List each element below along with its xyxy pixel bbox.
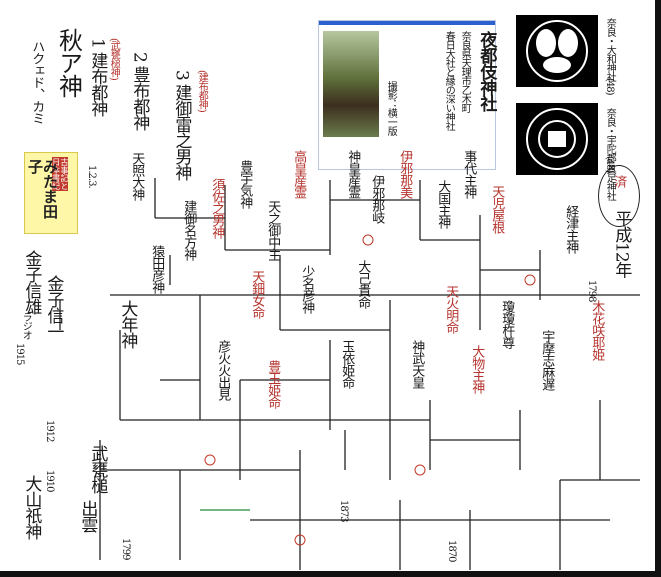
badge-sub: 1.2.3.	[86, 165, 98, 188]
title-badge: 古事記と日本書紀 みたま田子	[24, 152, 78, 234]
date-label: 平成12年	[611, 210, 632, 278]
card-subtitle: 奈良県天理市乙木町	[459, 31, 471, 112]
node-a: 天照大神	[129, 152, 145, 200]
header-kami-label: ハクェド、カミ	[29, 40, 45, 124]
year-mark-3: 1799	[120, 538, 132, 560]
left-year-2: 1912	[44, 420, 56, 442]
header-item-3-note: (建布都神)	[196, 70, 208, 112]
shrine-photo	[323, 31, 379, 137]
node-i: 伊邪那美	[397, 150, 413, 198]
node-o: 天鈿女命	[249, 270, 265, 318]
card-accent-bar	[319, 21, 495, 25]
node-c: 須佐之男神	[209, 178, 225, 238]
header-god-title: 秋ア神	[54, 28, 83, 97]
crest-1-icon	[526, 20, 588, 82]
node-l: 天児屋根	[489, 185, 505, 233]
header-item-1-note: (武甕槌神)	[108, 38, 120, 80]
crest-2	[516, 103, 598, 175]
left-name-5: 武甕槌	[87, 445, 108, 493]
left-name-2: 金子信一	[43, 275, 64, 339]
left-name-6: 出雲	[77, 500, 98, 532]
node-e: 天之御中主	[265, 200, 281, 260]
node-b: 建御名方神	[181, 200, 197, 260]
node-h: 伊邪那岐	[369, 175, 385, 223]
left-name-4: 大年神	[117, 300, 138, 348]
node-n: 猿田彦神	[149, 245, 165, 293]
node-u: 彦火火出見	[215, 340, 231, 400]
card-caption: 春日大社と縁の深い神社	[443, 31, 455, 130]
node-x: 神武天皇	[409, 340, 425, 388]
node-j: 大国主神	[435, 180, 451, 228]
header-item-1: 1 建布都神	[87, 38, 108, 117]
node-f: 高皇産霊	[291, 150, 307, 198]
shrine-photo-card: 夜都伎神社 奈良県天理市乙木町 春日大社と縁の深い神社 撮影：横一版	[318, 20, 496, 170]
year-mark-1: 1798	[586, 280, 598, 302]
node-m: 経津主神	[563, 205, 579, 253]
node-g: 神皇産霊	[345, 150, 361, 198]
node-s: 瓊瓊杵尊	[499, 300, 515, 348]
card-title: 夜都伎神社	[476, 31, 497, 111]
left-year-3: 1910	[44, 470, 56, 492]
year-mark-2: 1873	[338, 500, 350, 522]
left-note-1: ラジオ	[20, 312, 32, 339]
node-q: 大己貴命	[355, 260, 371, 308]
node-k: 事代主神	[461, 150, 477, 198]
scan-border-bottom	[0, 571, 661, 577]
badge-title: みたま田子	[26, 159, 59, 219]
year-mark-4: 1870	[446, 540, 458, 562]
node-z: 宇摩志麻遅	[539, 330, 555, 390]
badge-ribbon: 古事記と日本書紀	[51, 157, 69, 191]
node-v: 豊玉姫命	[265, 360, 281, 408]
crest-2-label: 奈良・宇陀郡 具足神社	[604, 108, 616, 201]
left-name-1: 金子信雄	[21, 250, 42, 314]
crest-1	[516, 15, 598, 87]
crest-2-number: (48)	[604, 156, 616, 173]
crest-2-icon	[526, 108, 588, 170]
crest-1-number: (48)	[604, 78, 616, 95]
node-t: 木花咲耶姫	[589, 300, 605, 360]
crest-1-label: 奈良・大和神社	[604, 18, 616, 81]
node-d: 豊宇気神	[237, 160, 253, 208]
left-name-3: 大山祇神	[21, 475, 42, 539]
oval-label: 済	[611, 175, 627, 187]
node-y: 大物主神	[469, 345, 485, 393]
scan-border-right	[655, 0, 661, 577]
left-year-1: 1915	[14, 343, 26, 365]
header-item-2: 2 豊布都神	[129, 52, 150, 131]
node-r: 天火明命	[443, 285, 459, 333]
oval-mark	[598, 165, 640, 227]
card-credit: 撮影：横一版	[385, 81, 397, 135]
node-w: 玉依姫命	[339, 340, 355, 388]
node-p: 少名彦神	[299, 265, 315, 313]
header-item-3: 3 建御雷之男神	[171, 70, 192, 181]
